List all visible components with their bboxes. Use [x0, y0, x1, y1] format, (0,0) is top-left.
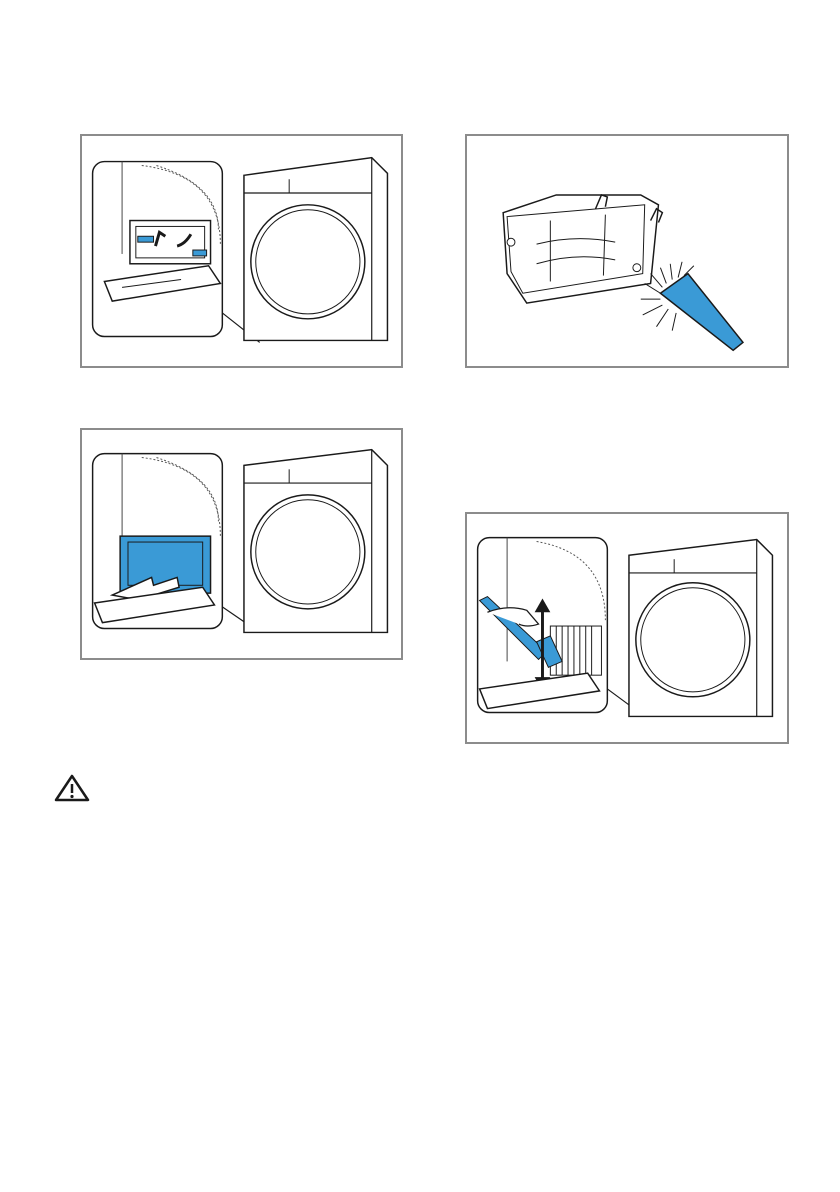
dryer-illustration-3 — [467, 514, 787, 742]
figure-brush-cover — [465, 134, 789, 368]
figure-pull-out — [80, 428, 403, 660]
figure-open-cover — [80, 134, 403, 368]
dryer-illustration-2 — [82, 430, 401, 658]
dryer-illustration-1 — [82, 136, 401, 366]
cover-brush-illustration — [467, 136, 787, 366]
warning-triangle-icon — [54, 774, 90, 802]
figure-brush-inside — [465, 512, 789, 744]
